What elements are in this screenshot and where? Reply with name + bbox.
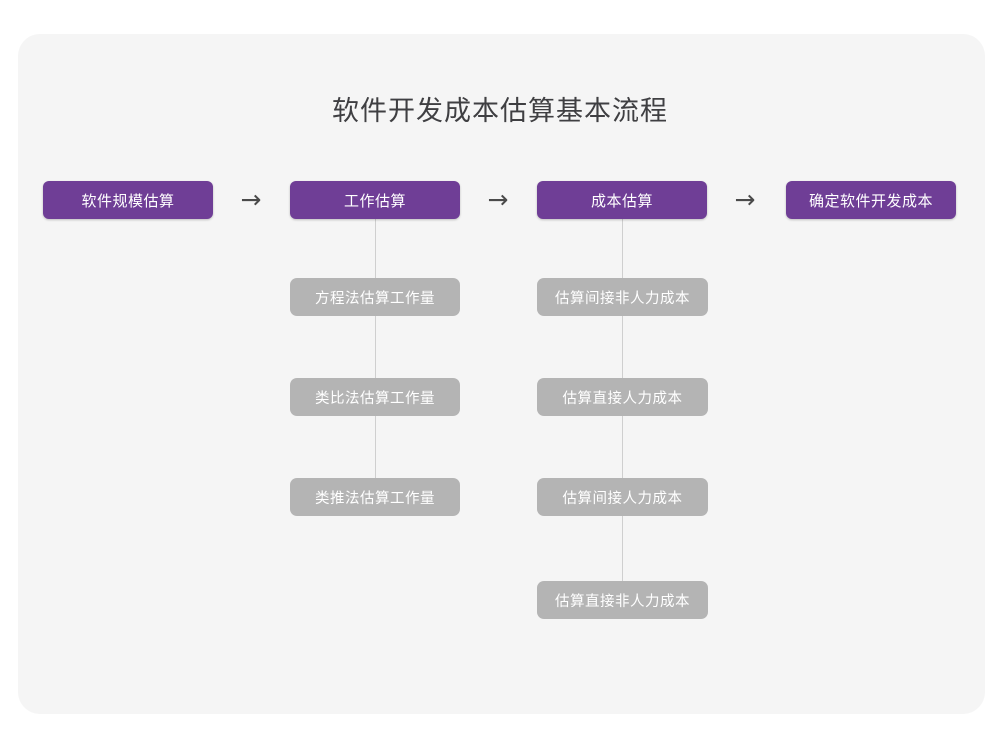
node-software-scale-estimation[interactable]: 软件规模估算: [43, 181, 213, 219]
node-work-estimation[interactable]: 工作估算: [290, 181, 460, 219]
node-analogy-method-effort[interactable]: 类比法估算工作量: [290, 378, 460, 416]
connector-line-column-2: [375, 219, 376, 498]
node-indirect-labor-cost[interactable]: 估算间接人力成本: [537, 478, 708, 516]
flow-arrow-1-icon: →: [240, 185, 262, 214]
page-title: 软件开发成本估算基本流程: [332, 96, 668, 126]
node-cost-estimation[interactable]: 成本估算: [537, 181, 707, 219]
node-determine-development-cost[interactable]: 确定软件开发成本: [786, 181, 956, 219]
node-indirect-nonlabor-cost[interactable]: 估算间接非人力成本: [537, 278, 708, 316]
node-direct-nonlabor-cost[interactable]: 估算直接非人力成本: [537, 581, 708, 619]
node-inference-method-effort[interactable]: 类推法估算工作量: [290, 478, 460, 516]
node-direct-labor-cost[interactable]: 估算直接人力成本: [537, 378, 708, 416]
flow-arrow-2-icon: →: [487, 185, 509, 214]
node-equation-method-effort[interactable]: 方程法估算工作量: [290, 278, 460, 316]
content-card: [18, 34, 985, 714]
flow-arrow-3-icon: →: [734, 185, 756, 214]
